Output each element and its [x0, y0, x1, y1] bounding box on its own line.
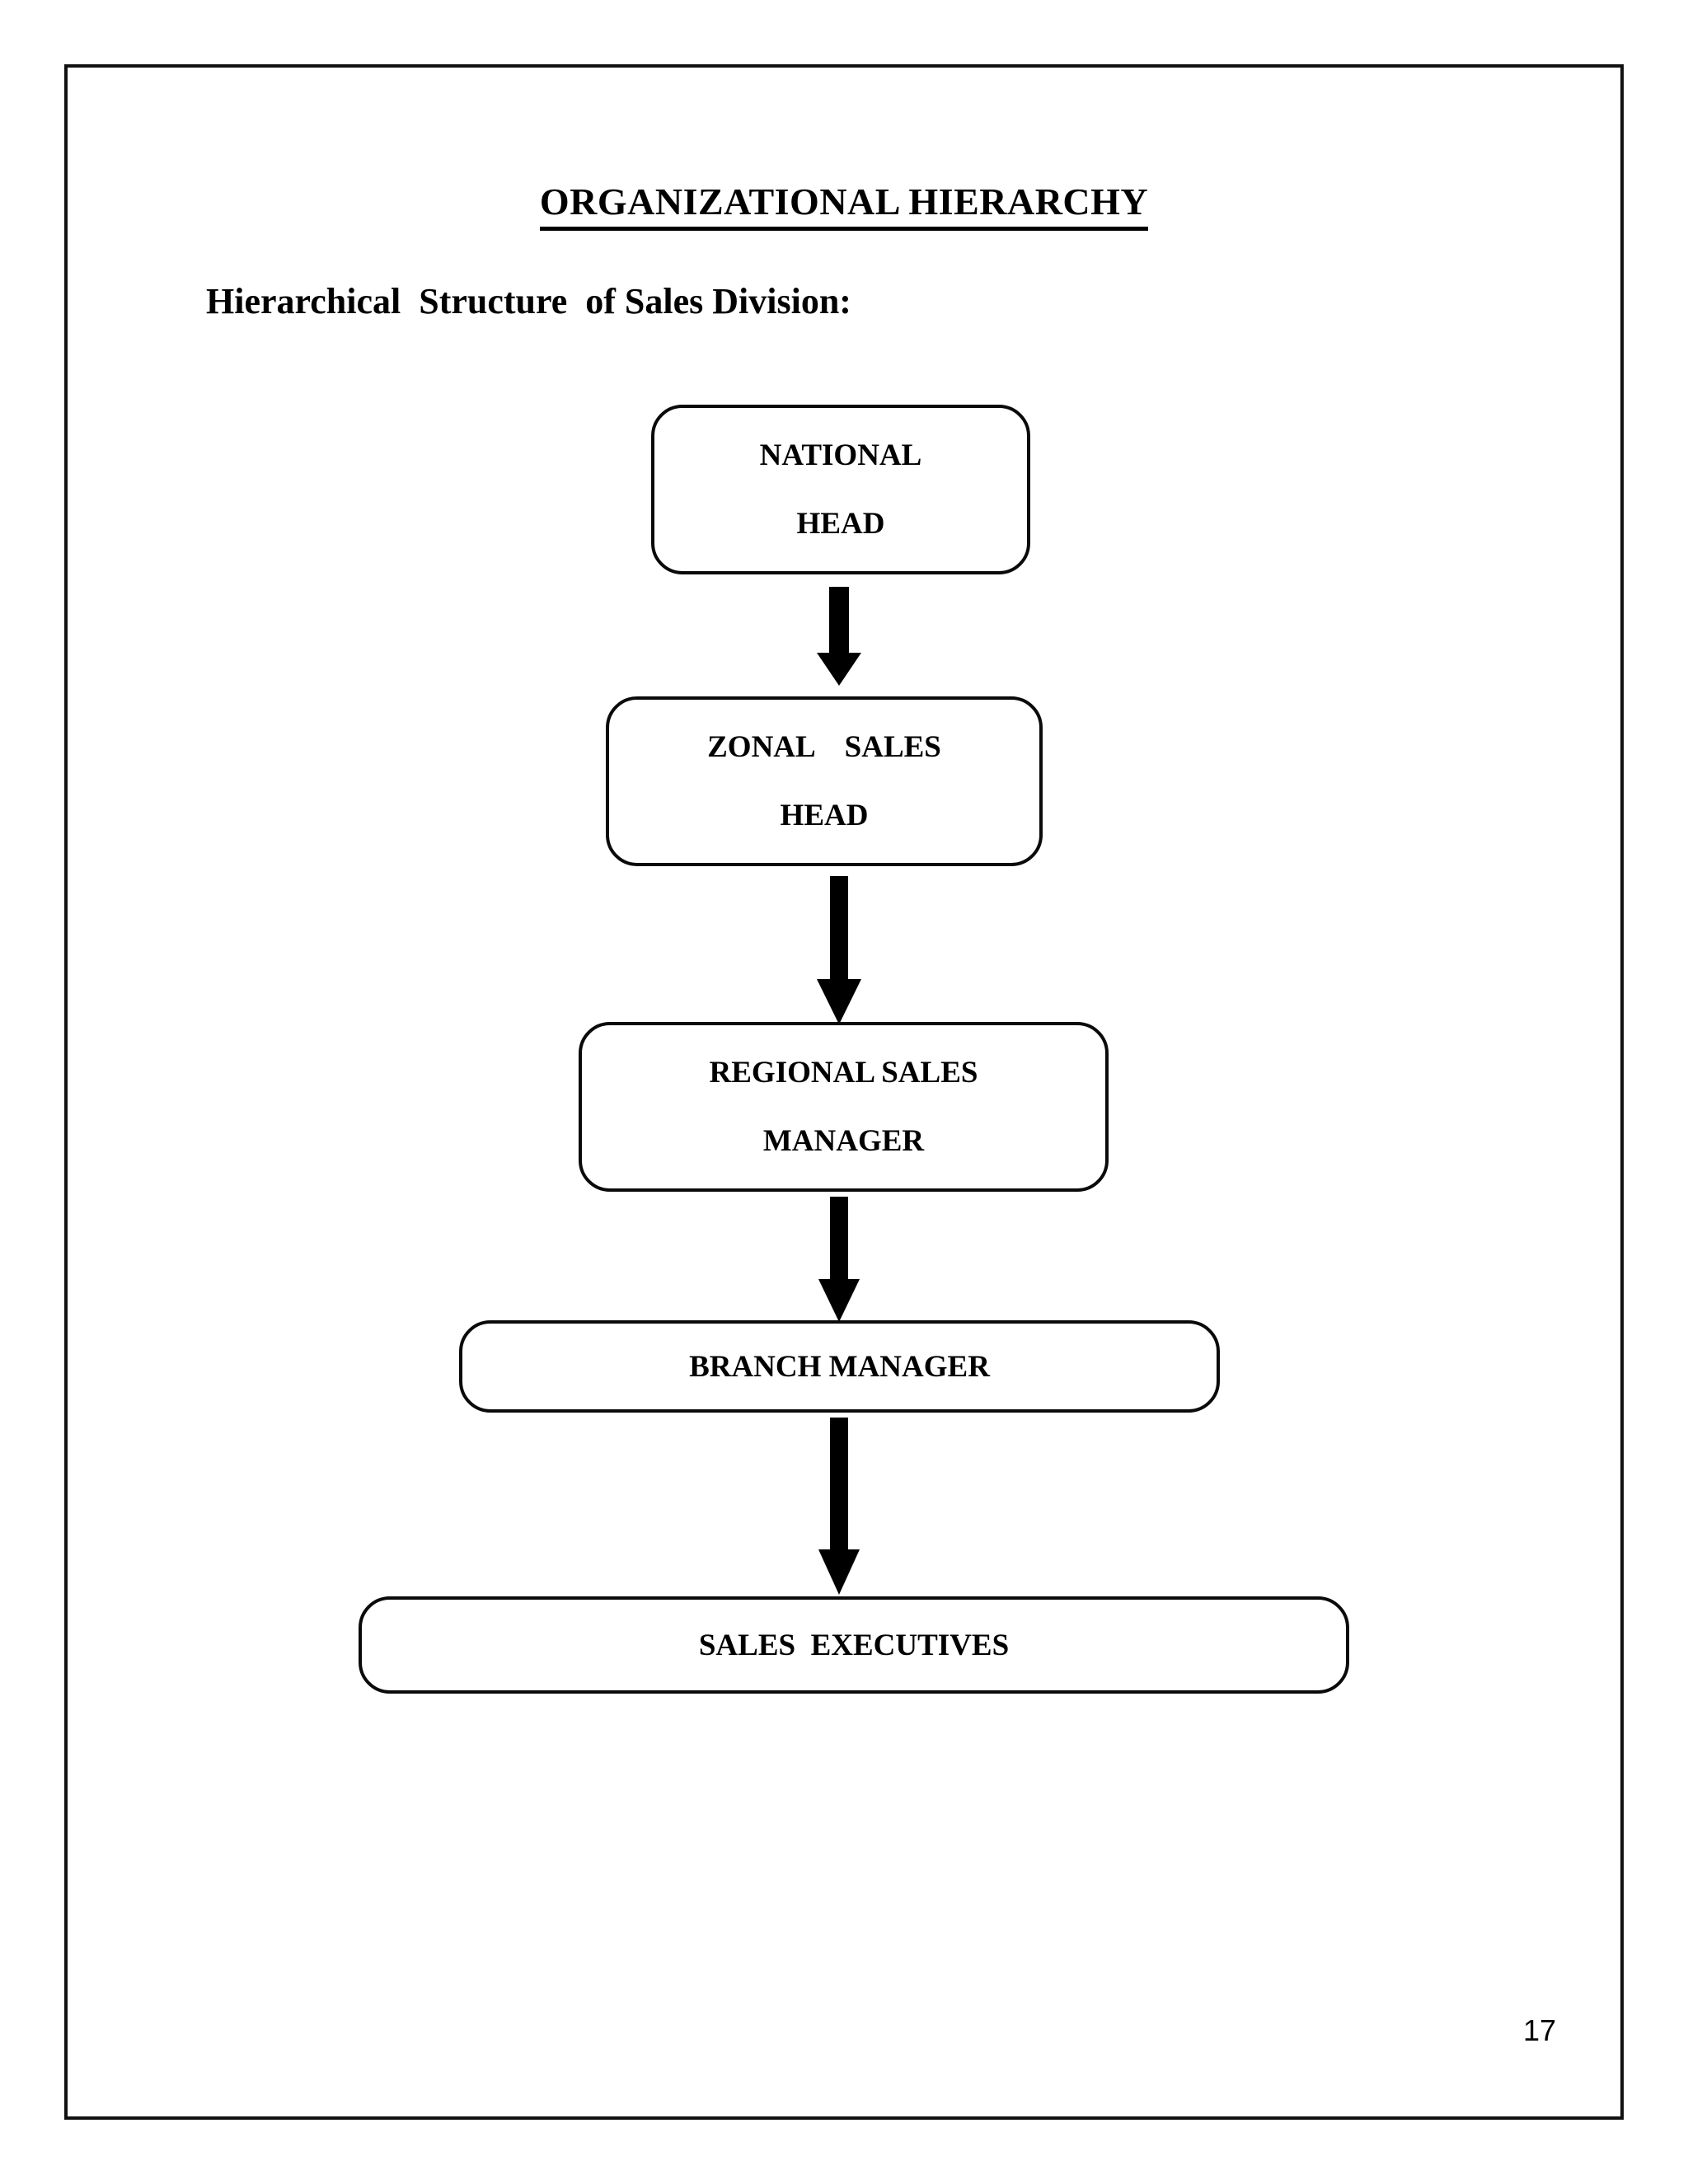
arrow-branch-to-executives — [814, 1418, 864, 1595]
org-node-national-head-line2: HEAD — [796, 507, 885, 541]
org-node-national-head-line1: NATIONAL — [759, 438, 922, 472]
page-title-text: ORGANIZATIONAL HIERARCHY — [539, 180, 1149, 231]
arrow-national-to-zonal — [814, 587, 864, 686]
page-title: ORGANIZATIONAL HIERARCHY — [0, 180, 1688, 231]
org-node-regional-sales-manager-line2: MANAGER — [762, 1124, 925, 1158]
org-node-zonal-sales-head-line2: HEAD — [780, 799, 869, 832]
arrow-zonal-to-regional — [814, 876, 864, 1024]
org-node-regional-sales-manager-line1: REGIONAL SALES — [709, 1056, 978, 1090]
org-node-regional-sales-manager: REGIONAL SALES MANAGER — [579, 1022, 1109, 1192]
org-node-branch-manager: BRANCH MANAGER — [459, 1320, 1220, 1413]
page-number: 17 — [1522, 2013, 1556, 2047]
org-node-sales-executives-line1: SALES EXECUTIVES — [698, 1628, 1010, 1662]
arrow-regional-to-branch — [814, 1197, 864, 1322]
org-node-zonal-sales-head: ZONAL SALES HEAD — [606, 696, 1043, 866]
org-node-branch-manager-line1: BRANCH MANAGER — [689, 1349, 990, 1384]
page-border-frame — [64, 64, 1624, 2120]
section-subtitle: Hierarchical Structure of Sales Division… — [206, 281, 851, 321]
org-node-national-head: NATIONAL HEAD — [651, 405, 1030, 574]
org-node-zonal-sales-head-line1: ZONAL SALES — [707, 730, 941, 764]
org-node-sales-executives: SALES EXECUTIVES — [359, 1596, 1349, 1694]
